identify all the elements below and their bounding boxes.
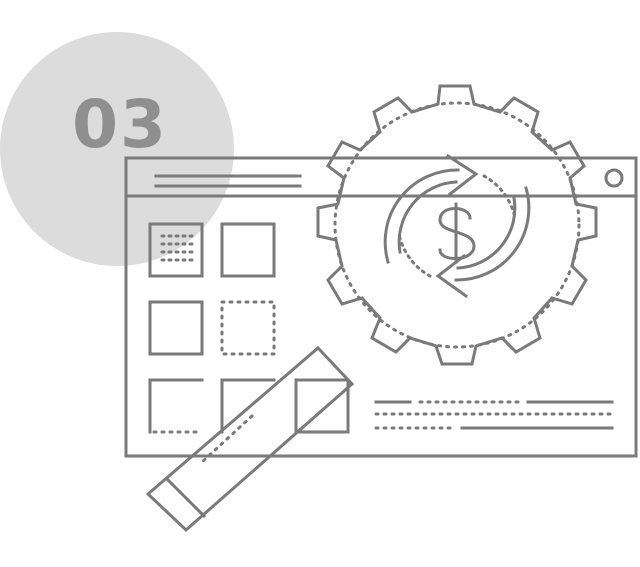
browser-window-icon: [124, 156, 638, 458]
dollar-refresh-icon: [383, 153, 531, 299]
step-number: 03: [72, 86, 168, 163]
tile-grid: [148, 222, 350, 434]
magnifier-handle-icon: [145, 345, 355, 533]
window-close-icon: [604, 168, 624, 188]
text-lines-icon: [374, 400, 614, 430]
gear-icon: [316, 84, 598, 366]
step-badge: [0, 32, 234, 266]
